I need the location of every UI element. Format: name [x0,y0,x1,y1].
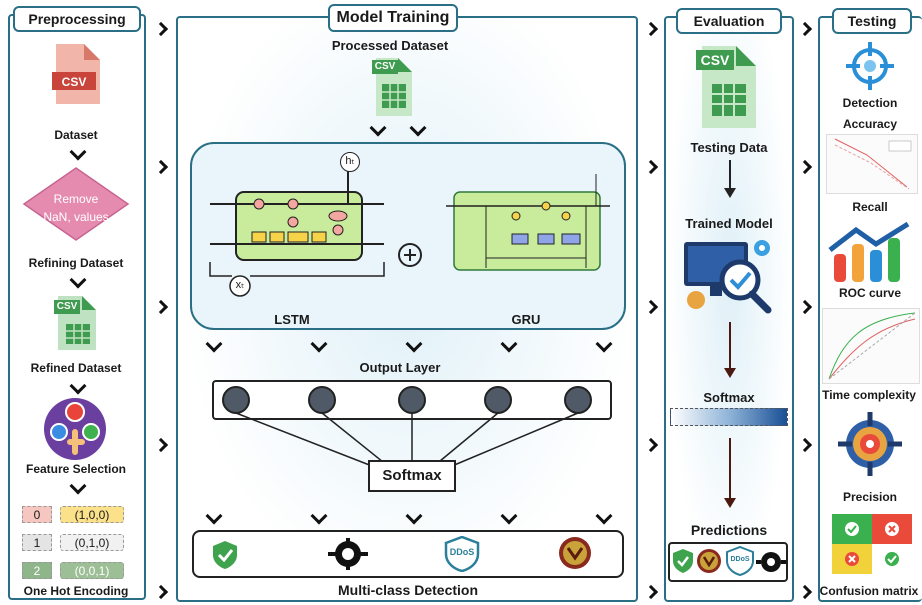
dataset-label: Dataset [54,128,98,142]
one-hot-vector: (0,1,0) [60,534,124,551]
bot-icon [756,550,786,574]
ddos-label: DDoS [449,547,475,557]
testing-csv-icon: CSV [694,44,758,130]
lstm-ht-node: hₜ [340,152,360,172]
csv-file-icon: CSV [50,42,102,106]
refined-dataset-label: Refined Dataset [30,361,122,375]
recall-label: Recall [852,200,888,214]
lstm-label: LSTM [274,312,310,327]
refining-dataset-label: Refining Dataset [28,256,124,270]
precision-label: Precision [842,490,898,504]
feature-selection-label: Feature Selection [25,462,127,476]
preprocessing-title: Preprocessing [13,6,141,32]
training-softmax-box: Softmax [368,460,456,492]
testing-data-label: Testing Data [690,140,768,155]
ddos-shield-icon: DDoS [726,545,754,577]
lstm-cell-diagram: hₜ xₜ [208,152,386,300]
softmax-gradient-bar [670,408,788,426]
one-hot-encoding-label: One Hot Encoding [23,584,129,598]
precision-target-icon [838,412,902,476]
processed-dataset-label: Processed Dataset [331,38,449,53]
confusion-matrix-thumbnail [832,514,912,574]
refined-csv-icon: CSV [52,294,98,352]
roc-plot-thumbnail [822,308,920,384]
nan-values-label: NaN, values [43,210,109,224]
one-hot-vector: (1,0,0) [60,506,124,523]
trained-model-label: Trained Model [685,216,773,231]
processed-csv-badge: CSV [374,61,396,72]
malware-icon [696,548,722,574]
ddos-label: DDoS [730,556,750,563]
bar-growth-icon [826,220,916,284]
output-node [222,386,250,414]
testing-csv-badge: CSV [700,52,730,68]
output-node [308,386,336,414]
one-hot-index: 2 [22,562,52,579]
gru-label: GRU [511,312,541,327]
remove-label: Remove [53,192,99,206]
evaluation-title: Evaluation [676,8,782,34]
lstm-xt-label: xₜ [235,279,245,291]
refined-csv-badge: CSV [56,301,78,312]
shield-check-icon [672,548,694,574]
one-hot-index: 0 [22,506,52,523]
shield-check-icon [212,540,238,570]
ddos-shield-icon: DDoS [444,535,480,573]
csv-badge-text: CSV [61,75,87,89]
predictions-label: Predictions [690,522,768,538]
evaluation-softmax-label: Softmax [703,390,755,405]
model-training-title: Model Training [328,4,458,32]
processed-csv-icon: CSV [370,56,414,118]
multi-class-box [192,530,624,578]
remove-nan-diamond: Remove NaN, values [22,166,130,242]
detection-label: Detection [842,96,898,110]
accuracy-label: Accuracy [842,117,898,131]
malware-icon [558,536,592,570]
bot-icon [326,538,370,570]
plus-icon [398,243,422,267]
one-hot-index: 1 [22,534,52,551]
output-layer-label: Output Layer [359,360,441,375]
crosshair-icon [844,40,896,92]
feature-selection-icon [42,396,108,462]
confusion-matrix-label: Confusion matrix [819,584,919,598]
trained-model-icon [682,236,778,316]
multi-class-label: Multi-class Detection [337,582,479,598]
gru-cell-diagram [446,168,610,286]
accuracy-plot-thumbnail [826,134,918,194]
time-complexity-label: Time complexity [822,388,916,402]
testing-title: Testing [832,8,912,34]
output-node [484,386,512,414]
roc-curve-label: ROC curve [838,286,902,300]
one-hot-vector: (0,0,1) [60,562,124,579]
